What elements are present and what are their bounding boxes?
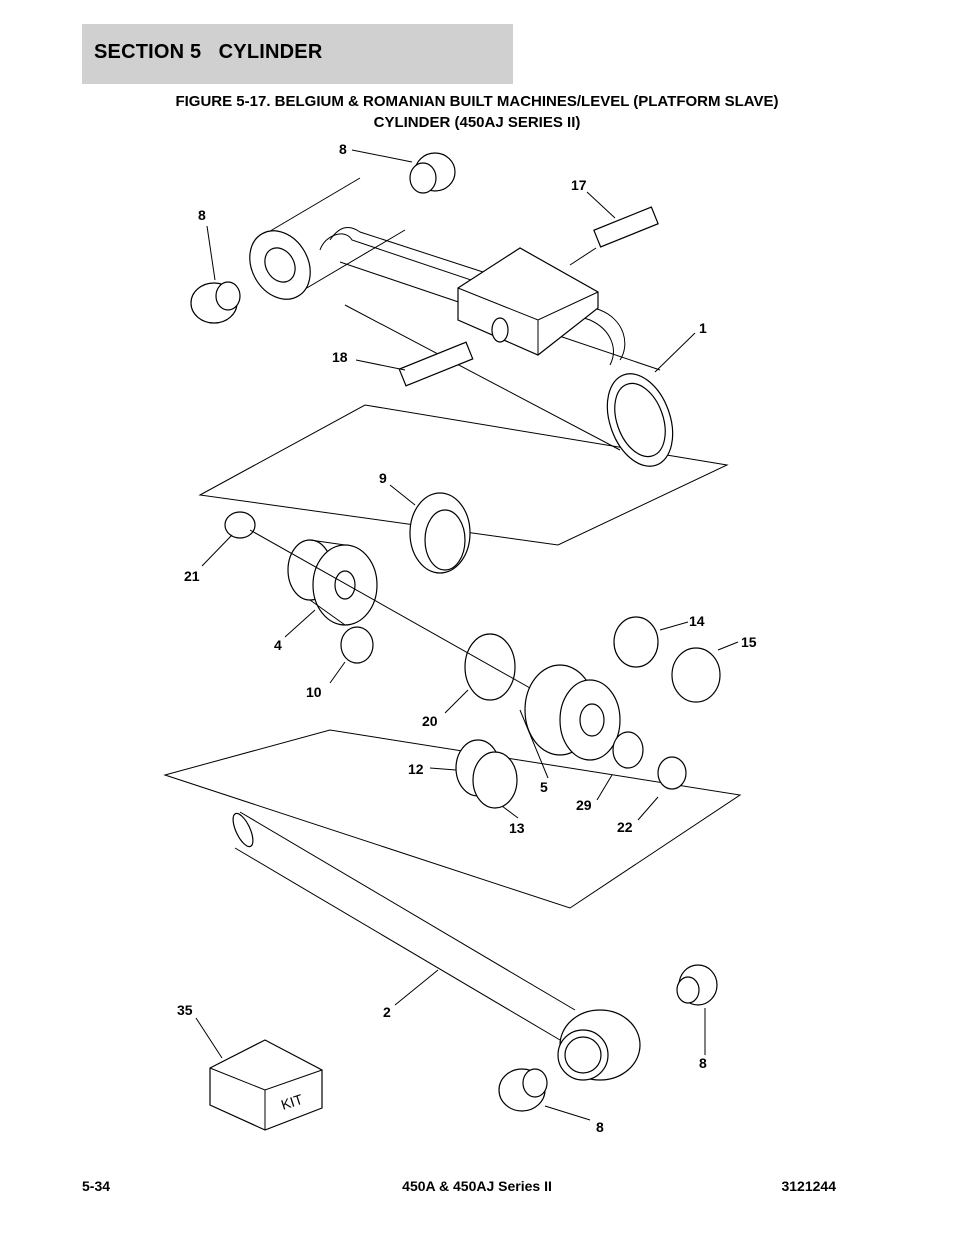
page-number: 5-34 [82, 1178, 111, 1194]
callout-2: 2 [383, 1004, 391, 1020]
callout-8-top-left: 8 [198, 207, 206, 223]
callout-13: 13 [509, 820, 525, 836]
retaining-ring-21 [224, 511, 256, 539]
callout-22: 22 [617, 819, 633, 835]
callout-21: 21 [184, 568, 200, 584]
oring-20 [464, 633, 516, 701]
callout-20: 20 [422, 713, 438, 729]
callout-4: 4 [274, 637, 282, 653]
bushing-bottom-left [498, 1068, 548, 1112]
figure-title-line2: CYLINDER (450AJ SERIES II) [373, 114, 581, 131]
wiper-seal-9 [409, 492, 471, 574]
seal-13 [472, 751, 518, 809]
callout-8-top-right: 8 [339, 141, 347, 157]
piston-rod [232, 811, 641, 1081]
callout-29: 29 [576, 797, 592, 813]
seal-15 [671, 647, 721, 703]
rod-plane [163, 729, 742, 909]
leader-lines [195, 149, 739, 1121]
callout-14: 14 [689, 613, 705, 629]
callout-8-bottom-right: 8 [699, 1055, 707, 1071]
callout-1: 1 [699, 320, 707, 336]
manual-title: 450A & 450AJ Series II [402, 1178, 552, 1194]
valve-18 [398, 341, 474, 387]
callout-17: 17 [571, 177, 587, 193]
ring-22 [657, 756, 687, 790]
oring-10 [340, 626, 374, 664]
callout-9: 9 [379, 470, 387, 486]
bushing-top-right [409, 152, 456, 194]
seal-14 [613, 616, 659, 668]
callout-8-bottom-left: 8 [596, 1119, 604, 1135]
figure-title-line1: FIGURE 5-17. BELGIUM & ROMANIAN BUILT MA… [175, 93, 779, 110]
document-number: 3121244 [781, 1178, 836, 1194]
callout-5: 5 [540, 779, 548, 795]
bushing-top-left [190, 281, 241, 324]
callout-35: 35 [177, 1002, 193, 1018]
cylinder-barrel [249, 177, 674, 467]
piston [524, 664, 621, 761]
kit-label: KIT [279, 1091, 305, 1113]
section-title: SECTION 5 CYLINDER [94, 41, 323, 63]
section-header: SECTION 5 CYLINDER [82, 24, 513, 84]
head-gland [287, 539, 378, 626]
callout-10: 10 [306, 684, 322, 700]
kit-box: KIT [209, 1039, 323, 1131]
callout-18: 18 [332, 349, 348, 365]
ring-29 [612, 731, 644, 769]
callout-15: 15 [741, 634, 757, 650]
valve-17 [569, 206, 659, 266]
callout-12: 12 [408, 761, 424, 777]
bushing-bottom-right [676, 964, 718, 1006]
